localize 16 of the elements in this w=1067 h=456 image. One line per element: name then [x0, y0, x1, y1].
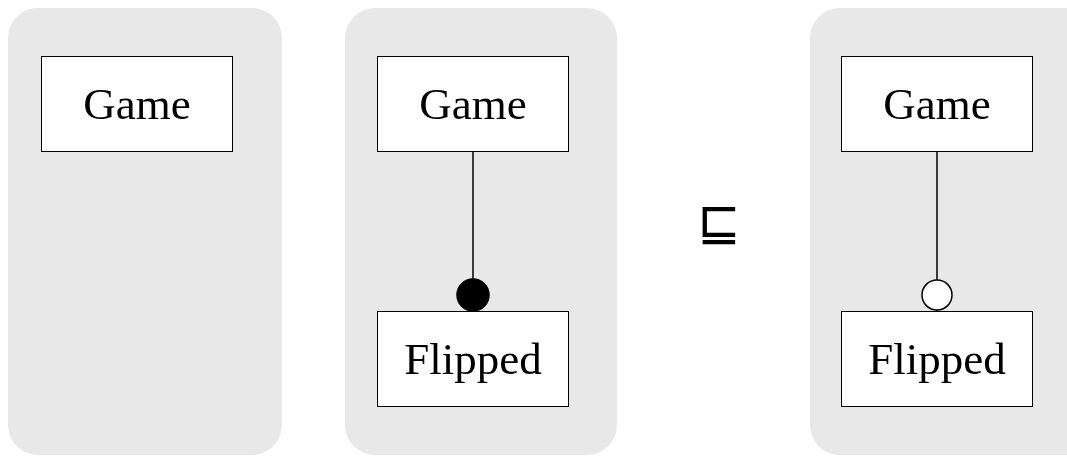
- entity-box: [377, 311, 569, 407]
- entity-name: Game: [83, 78, 191, 130]
- entity-name: Flipped: [868, 333, 1006, 385]
- panel-background: [8, 8, 282, 455]
- entity-box: [841, 56, 1033, 152]
- association-line: [921, 151, 953, 312]
- entity-name: Game: [419, 78, 527, 130]
- entity-box: [41, 56, 233, 152]
- entity-box: [377, 56, 569, 152]
- association-line: [456, 151, 490, 312]
- panel-background: [810, 8, 1067, 455]
- entity-name: Flipped: [404, 333, 542, 385]
- refinement-symbol: ⊑: [697, 192, 741, 252]
- entity-name: Game: [883, 78, 991, 130]
- entity-box: [841, 311, 1033, 407]
- panel-background: [345, 8, 617, 455]
